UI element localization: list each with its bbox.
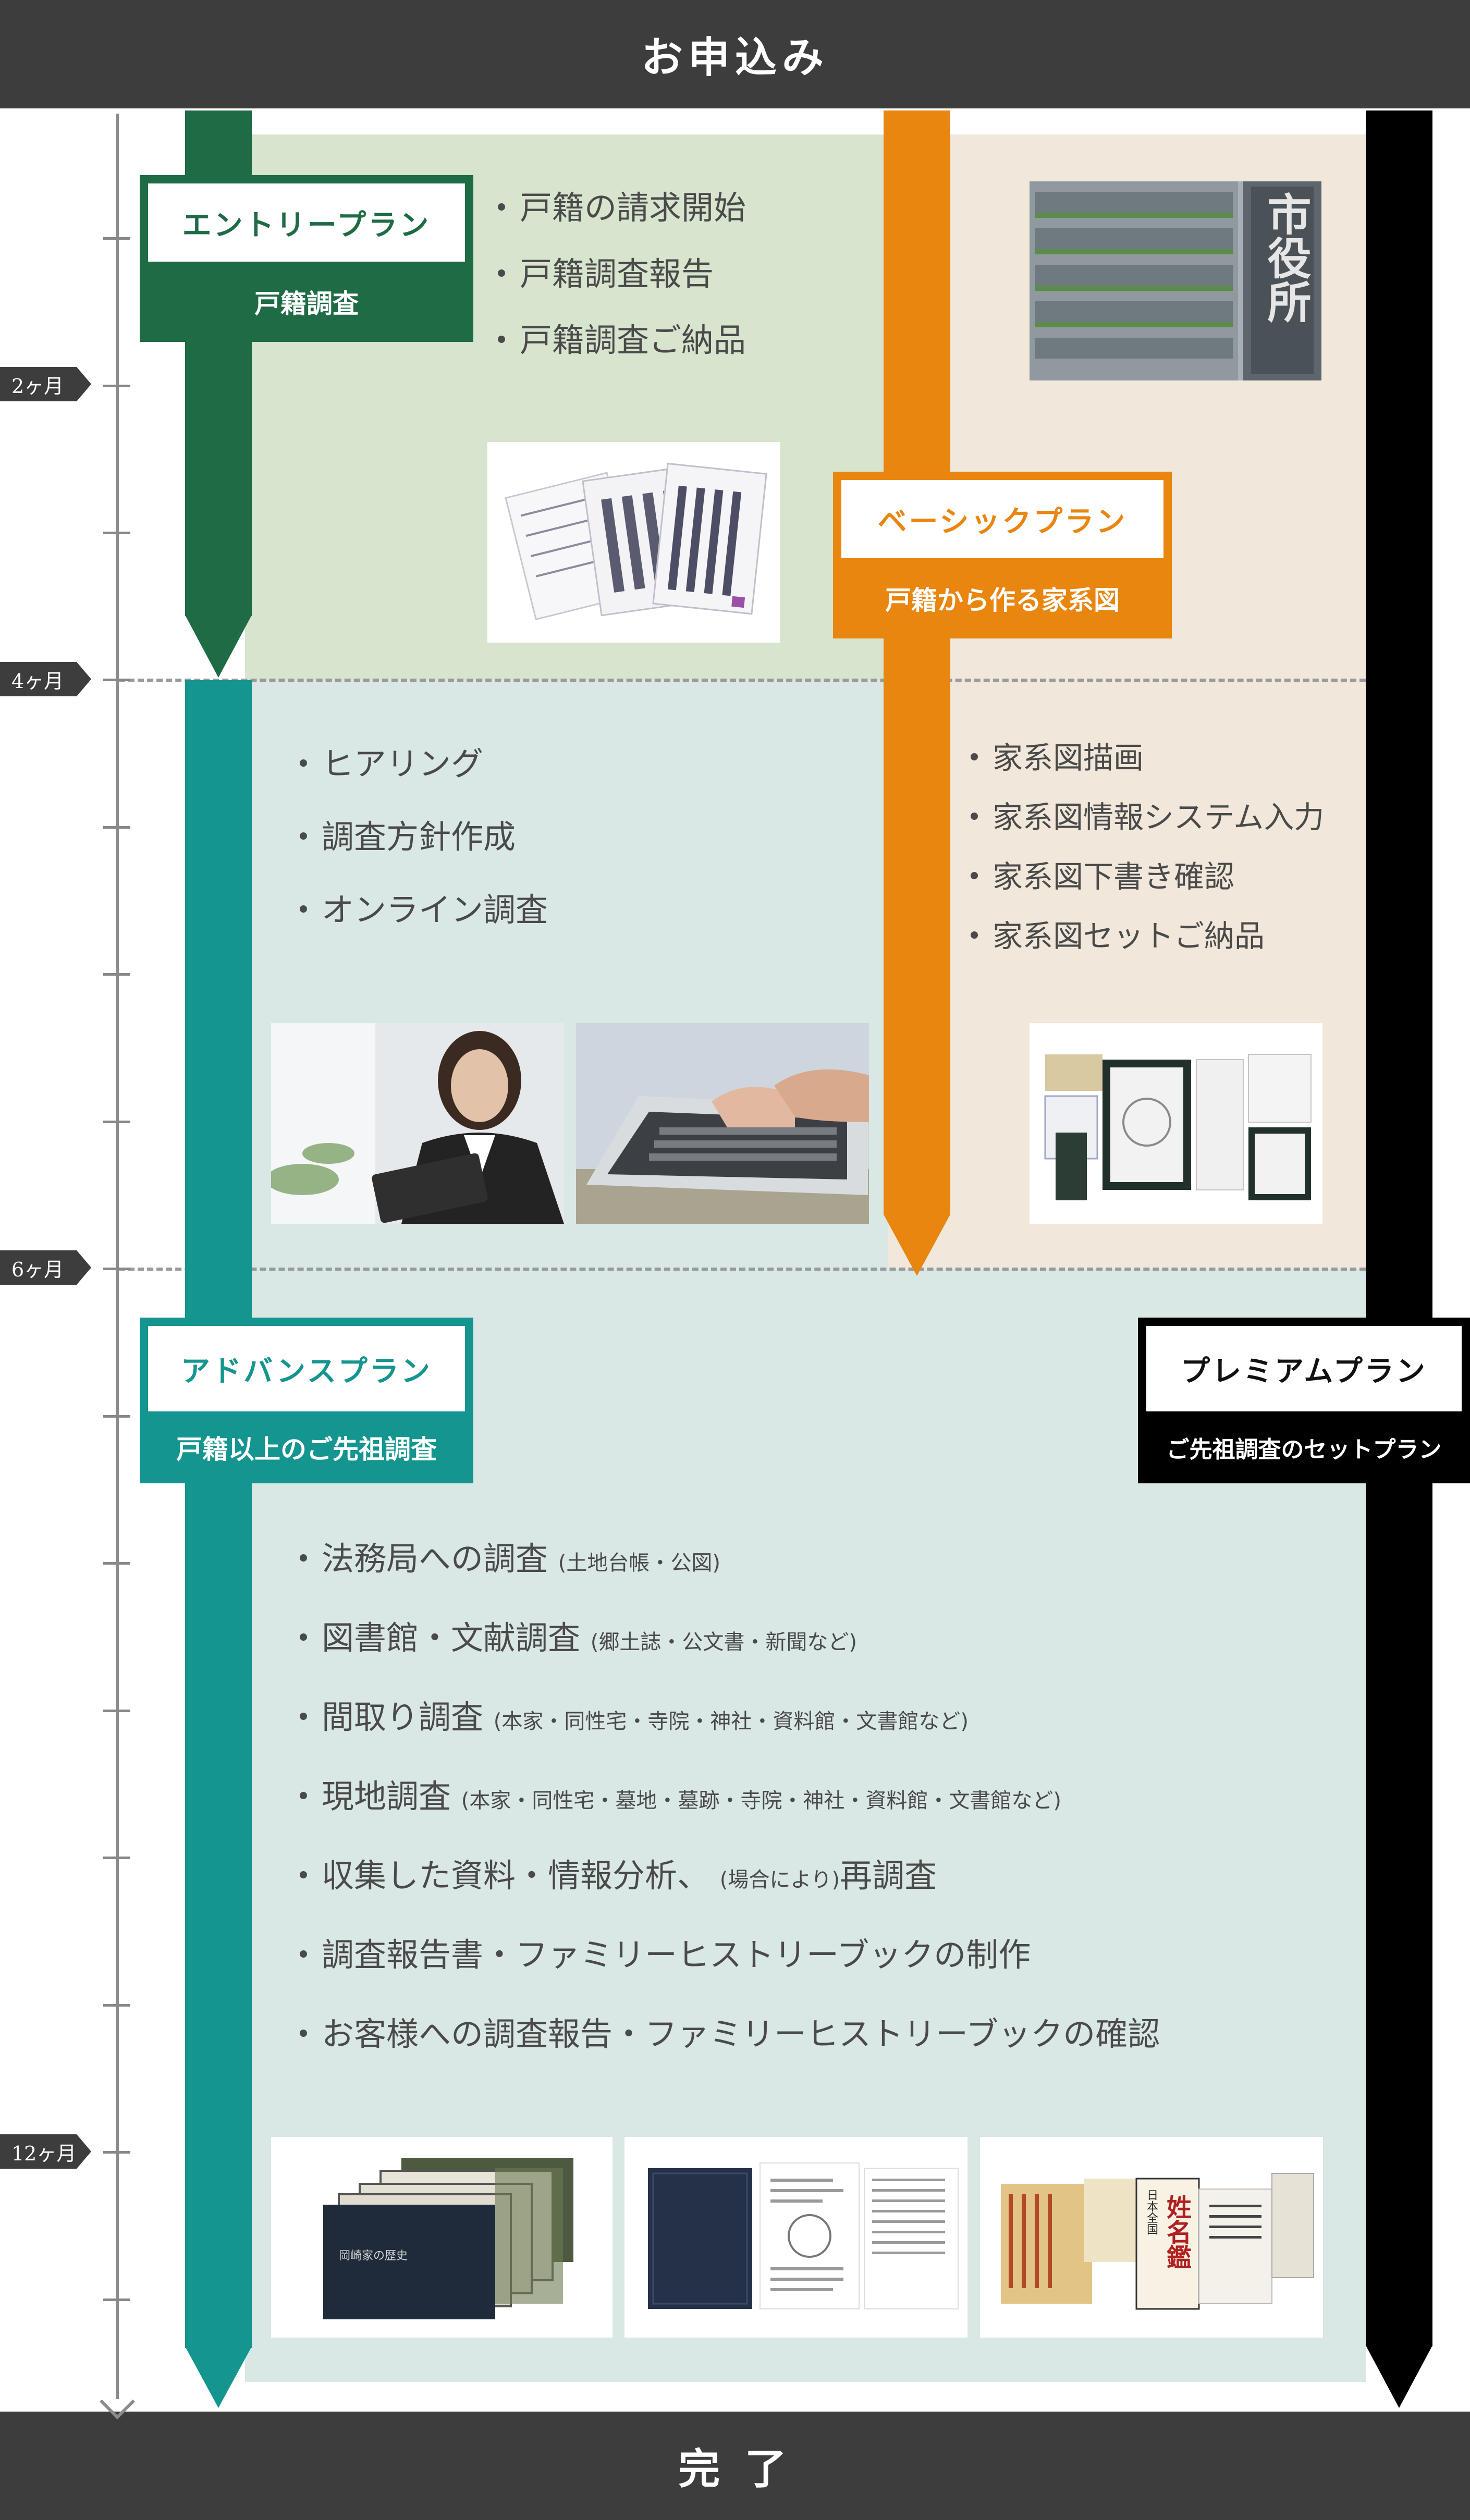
list-item: 図書館・文献調査 (郷土誌・公文書・新聞など)	[300, 1622, 1160, 1654]
list-item: 調査方針作成	[300, 821, 548, 853]
basic-arrow-head	[884, 1214, 950, 1276]
month-label-2: 2ヶ月	[0, 367, 91, 401]
report-illustration	[624, 2137, 967, 2338]
city-hall-sign: 市役所	[1260, 192, 1312, 323]
advance-plan-subtitle: 戸籍以上のご先祖調査	[176, 1434, 437, 1465]
list-item: 戸籍調査ご納品	[498, 324, 746, 357]
advance-main-task-list: 法務局への調査 (土地台帳・公図) 図書館・文献調査 (郷土誌・公文書・新聞など…	[300, 1543, 1160, 2050]
list-item: ヒアリング	[300, 748, 548, 780]
timeline-tick	[103, 2298, 130, 2301]
timeline-tick	[103, 1562, 130, 1565]
timeline-tick	[103, 1268, 130, 1270]
list-item: 家系図描画	[971, 743, 1324, 773]
list-item: 家系図セットご納品	[971, 921, 1324, 951]
separator-6-months	[119, 1268, 1366, 1271]
start-header: お申込み	[0, 0, 1470, 108]
entry-plan-label: エントリープラン 戸籍調査	[140, 175, 473, 342]
timeline-tick	[103, 1857, 130, 1859]
basic-task-list: 家系図描画 家系図情報システム入力 家系図下書き確認 家系図セットご納品	[971, 743, 1324, 951]
consultation-photo	[271, 1023, 564, 1224]
month-label-4: 4ヶ月	[0, 662, 91, 696]
timeline-tick	[103, 973, 130, 976]
month-label-6: 6ヶ月	[0, 1250, 91, 1285]
register-label: 日本全国	[1145, 2189, 1158, 2235]
timeline-tick	[103, 1121, 130, 1123]
family-history-books-photo: 岡崎家の歴史	[271, 2137, 612, 2338]
list-item: 家系図下書き確認	[971, 862, 1324, 892]
timeline-tick	[103, 1415, 130, 1418]
basic-plan-title: ベーシックプラン	[841, 480, 1163, 558]
list-item: 戸籍の請求開始	[498, 192, 746, 224]
advance-arrow-shaft	[185, 680, 252, 2348]
premium-plan-title: プレミアムプラン	[1146, 1326, 1462, 1411]
premium-arrow-head	[1366, 2345, 1432, 2408]
timeline-tick	[103, 1710, 130, 1712]
book-title: 岡崎家の歴史	[339, 2249, 408, 2263]
list-item: 間取り調査 (本家・同性宅・寺院・神社・資料館・文書館など)	[300, 1701, 1160, 1734]
list-item: 調査報告書・ファミリーヒストリーブックの制作	[300, 1939, 1160, 1971]
basic-plan-subtitle: 戸籍から作る家系図	[885, 585, 1120, 616]
month-label-12: 12ヶ月	[0, 2134, 91, 2169]
advance-early-task-list: ヒアリング 調査方針作成 オンライン調査	[300, 748, 548, 926]
research-report-photo	[624, 2137, 967, 2338]
online-research-photo	[576, 1023, 869, 1224]
premium-plan-label: プレミアムプラン ご先祖調査のセットプラン	[1138, 1318, 1470, 1483]
city-hall-photo: 市役所	[1030, 181, 1321, 380]
list-item: 法務局への調査 (土地台帳・公図)	[300, 1543, 1160, 1575]
premium-arrow-shaft	[1366, 110, 1432, 2346]
city-hall-illustration	[1030, 181, 1321, 380]
entry-plan-title: エントリープラン	[148, 183, 465, 262]
timeline-tick	[103, 385, 130, 387]
advance-plan-title: アドバンスプラン	[148, 1326, 465, 1411]
register-documents-photo	[487, 442, 780, 643]
basic-arrow-shaft	[884, 110, 950, 1215]
documents-illustration	[505, 462, 767, 621]
books-illustration	[271, 2137, 612, 2338]
laptop-illustration	[576, 1023, 869, 1224]
historical-documents-illustration	[980, 2137, 1323, 2338]
list-item: 現地調査 (本家・同性宅・墓地・墓跡・寺院・神社・資料館・文書館など)	[300, 1780, 1160, 1813]
advance-plan-label: アドバンスプラン 戸籍以上のご先祖調査	[140, 1318, 473, 1483]
entry-arrow-head	[185, 615, 252, 678]
list-item: 戸籍調査報告	[498, 258, 746, 290]
list-item: オンライン調査	[300, 894, 548, 926]
premium-plan-subtitle: ご先祖調査のセットプラン	[1166, 1436, 1442, 1463]
list-item: 家系図情報システム入力	[971, 802, 1324, 832]
list-item: 収集した資料・情報分析、 (場合により)再調査	[300, 1860, 1160, 1892]
entry-task-list: 戸籍の請求開始 戸籍調査報告 戸籍調査ご納品	[498, 192, 746, 357]
timeline-axis	[116, 114, 119, 2399]
list-item: お客様への調査報告・ファミリーヒストリーブックの確認	[300, 2018, 1160, 2050]
timeline-tick	[103, 826, 130, 829]
advance-arrow-head	[185, 2346, 252, 2408]
basic-plan-label: ベーシックプラン 戸籍から作る家系図	[833, 472, 1172, 638]
timeline-tick	[103, 237, 130, 240]
timeline-tick	[103, 2151, 130, 2154]
consultant-illustration	[271, 1023, 564, 1224]
timeline-tick	[103, 679, 130, 681]
entry-plan-subtitle: 戸籍調査	[254, 288, 359, 319]
end-header: 完 了	[0, 2412, 1470, 2520]
family-tree-set-photo	[1030, 1023, 1322, 1224]
timeline-tick	[103, 532, 130, 534]
register-title: 姓名鑑	[1162, 2194, 1191, 2269]
timeline-tick	[103, 2004, 130, 2007]
family-tree-set-illustration	[1030, 1023, 1322, 1224]
historical-documents-photo: 日本全国 姓名鑑	[980, 2137, 1323, 2338]
separator-4-months	[119, 679, 1366, 682]
